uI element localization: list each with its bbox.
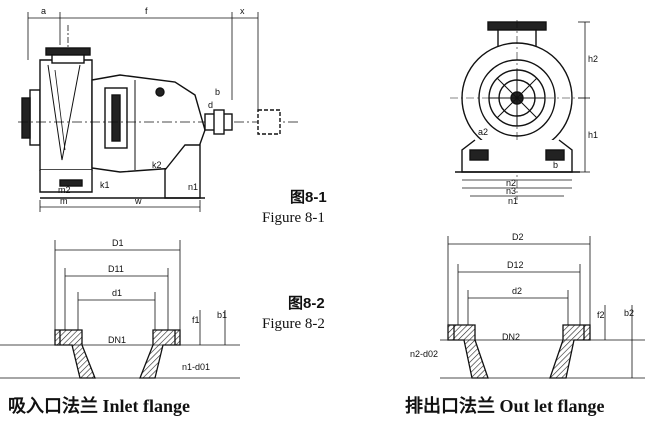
label-b: b — [215, 87, 220, 97]
label-m2: m2 — [58, 185, 71, 195]
pump-side-view — [18, 12, 300, 212]
figure-8-2-cn: 图8-2 — [288, 295, 325, 312]
label-f: f — [145, 6, 148, 16]
label-D11: D11 — [108, 264, 124, 274]
label-D1: D1 — [112, 238, 124, 248]
label-k1: k1 — [100, 180, 110, 190]
inlet-flange-labels: D1 D11 d1 DN1 f1 b1 n1-d01 — [108, 238, 227, 372]
label-b2: b2 — [624, 308, 634, 318]
label-k2: k2 — [152, 160, 162, 170]
label-b1: b1 — [217, 310, 227, 320]
label-n2-d02: n2-d02 — [410, 349, 438, 359]
outlet-flange-caption: 排出口法兰 Out let flange — [405, 395, 605, 416]
inlet-flange-drawing — [0, 240, 240, 379]
outlet-flange-labels: D2 D12 d2 DN2 f2 b2 n2-d02 — [410, 232, 634, 359]
outlet-flange-drawing — [440, 236, 645, 379]
label-n1-d01: n1-d01 — [182, 362, 210, 372]
label-D2: D2 — [512, 232, 524, 242]
label-D12: D12 — [507, 260, 524, 270]
label-d2: d2 — [512, 286, 522, 296]
label-front-b: b — [553, 160, 558, 170]
label-a: a — [41, 6, 46, 16]
label-d1: d1 — [112, 288, 122, 298]
label-f1: f1 — [192, 315, 200, 325]
label-h1: h1 — [588, 130, 598, 140]
front-view-labels: h2 h1 a2 b n2 n3 n1 — [478, 54, 598, 206]
label-a2: a2 — [478, 127, 488, 137]
label-n2: n2 — [506, 178, 516, 188]
figure-8-1-en: Figure 8-1 — [262, 210, 325, 226]
label-DN2: DN2 — [502, 332, 520, 342]
label-h2: h2 — [588, 54, 598, 64]
pump-front-view — [450, 20, 590, 200]
label-n3: n3 — [506, 186, 516, 196]
label-w: w — [134, 196, 142, 206]
label-d: d — [208, 100, 213, 110]
side-view-labels: a f x b d w m2 m k1 k2 n1 — [41, 6, 245, 206]
label-x: x — [240, 6, 245, 16]
inlet-flange-caption: 吸入口法兰 Inlet flange — [8, 395, 190, 416]
label-DN1: DN1 — [108, 335, 126, 345]
figure-8-1-cn: 图8-1 — [290, 189, 327, 206]
label-n1-front: n1 — [508, 196, 518, 206]
label-m: m — [60, 196, 68, 206]
figure-8-2-en: Figure 8-2 — [262, 316, 325, 332]
label-n1: n1 — [188, 182, 198, 192]
label-f2: f2 — [597, 310, 605, 320]
